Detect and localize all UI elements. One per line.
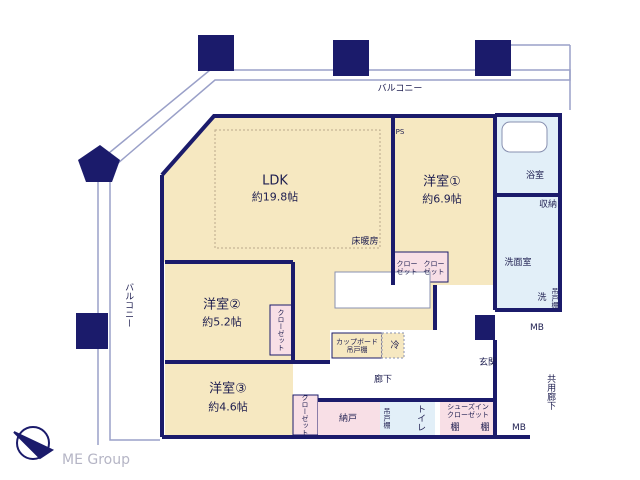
entrance-label: 玄関 — [478, 357, 498, 368]
pillars — [76, 35, 511, 349]
counter — [334, 271, 431, 309]
compass-icon — [13, 426, 55, 460]
storeroom-label: 納戸 — [338, 413, 358, 424]
bathtub — [501, 121, 548, 153]
fridge-label: 冷 — [390, 340, 400, 351]
room1-name: 洋室① — [423, 174, 461, 190]
room2-size: 約5.2帖 — [202, 315, 242, 329]
room1-closet-b: クローゼット — [423, 259, 445, 276]
room3-closet: クローゼット — [301, 394, 310, 436]
shoes-in-floor — [440, 400, 495, 435]
room3-name: 洋室③ — [209, 381, 247, 397]
room2-name: 洋室② — [203, 297, 241, 313]
ps-label: PS — [395, 127, 405, 136]
storage-label: 収納 — [538, 199, 558, 210]
brand-logo: ME Group — [62, 452, 130, 468]
shelf-label-2: 棚 — [480, 422, 490, 433]
storeroom-floor — [318, 400, 380, 435]
wash-hanging-shelf: 吊戸棚 — [551, 287, 560, 309]
fridge-box — [381, 332, 405, 359]
floor-heating-label: 床暖房 — [351, 236, 379, 247]
bath-label: 浴室 — [525, 170, 545, 181]
mb-label-1: MB — [530, 322, 544, 333]
room3-size: 約4.6帖 — [208, 400, 248, 414]
room1-closet-a: クローゼット — [396, 259, 418, 276]
toilet-floor — [380, 400, 435, 435]
shelf-label-1: 棚 — [450, 422, 460, 433]
floor-heating-area — [214, 129, 381, 249]
ldk-name: LDK — [262, 173, 288, 189]
room3-floor — [165, 362, 293, 435]
toilet-label: トイレ — [415, 404, 426, 432]
washer-label: 洗 — [537, 292, 547, 303]
room1-size: 約6.9帖 — [422, 192, 462, 206]
walls — [160, 113, 562, 439]
washroom-label: 洗面室 — [504, 257, 532, 268]
balcony-top-label: バルコニー — [377, 83, 423, 94]
room2-closet: クローゼット — [277, 309, 286, 351]
common-hallway-label: 共用廊下 — [545, 374, 556, 410]
cupboard-box — [331, 332, 383, 359]
washroom-floor — [495, 195, 560, 310]
toilet-hanging-shelf: 吊戸棚 — [383, 407, 392, 429]
cupboard-label: カップボード吊戸棚 — [336, 337, 378, 354]
ldk-size: 約19.8帖 — [251, 190, 299, 204]
mb-label-2: MB — [512, 422, 526, 433]
hallway-label: 廊下 — [373, 374, 393, 385]
shoes-in-closet-label: シューズインクローゼット — [447, 402, 489, 419]
balcony-left-label: バルコニー — [123, 282, 134, 328]
